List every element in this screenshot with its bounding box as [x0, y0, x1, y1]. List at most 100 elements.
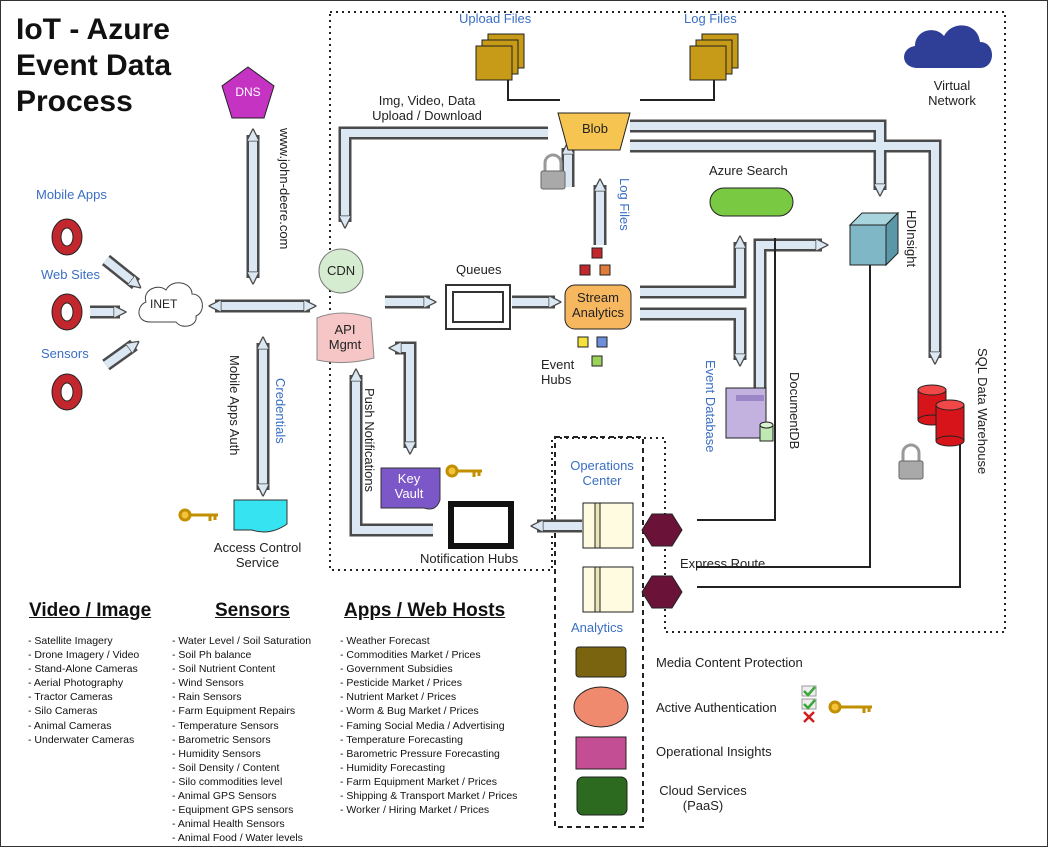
key-vault-key-icon	[445, 464, 482, 478]
stream-analytics-line-1: Stream	[577, 290, 619, 305]
mobile-apps-icon	[51, 218, 83, 256]
api-mgmt-label: API Mgmt	[320, 322, 370, 353]
virtual-network-line-1: Virtual	[933, 78, 971, 93]
sql-dw-label: SQL Data Warehouse	[974, 348, 990, 475]
log-files-folder-icon	[689, 33, 739, 81]
virtual-network-cloud-icon	[904, 25, 992, 68]
blob-padlock-icon	[540, 153, 566, 190]
queues-icon	[445, 284, 511, 330]
list-item: - Equipment GPS sensors	[172, 804, 294, 817]
check-icon	[801, 685, 817, 723]
legend-swatch-media	[575, 646, 627, 678]
sensors-label: Sensors	[41, 346, 89, 361]
access-control-icon	[233, 499, 288, 533]
mobile-apps-auth-label: Mobile Apps Auth	[226, 355, 242, 456]
mobile-apps-label: Mobile Apps	[36, 187, 107, 202]
express-route-hexagon-icon-2	[641, 575, 683, 609]
documentdb-icon	[725, 387, 774, 442]
operations-boundary	[554, 436, 644, 828]
blob-icon	[557, 112, 631, 151]
list-item: - Water Level / Soil Saturation	[172, 635, 312, 647]
virtual-network-boundary	[329, 11, 1006, 633]
sql-data-warehouse-icon	[917, 384, 965, 447]
credentials-label: Credentials	[272, 378, 288, 444]
legend-swatch-cloud	[576, 776, 628, 816]
web-sites-icon	[51, 293, 83, 331]
legend-label-media: Media Content Protection	[656, 655, 803, 670]
list-item: - Shipping & Transport Market / Prices	[340, 790, 518, 803]
list-item: - Worm & Bug Market / Prices	[340, 705, 479, 718]
analytics-panel-icon	[582, 566, 634, 613]
list-item: - Aerial Photography	[28, 677, 124, 690]
key-vault-icon	[380, 467, 441, 510]
cdn-label: CDN	[327, 263, 356, 278]
list-item: - Animal Health Sensors	[172, 818, 285, 831]
sensors-icon	[51, 373, 83, 411]
operations-center-label: Operations Center	[562, 458, 642, 489]
blob-label: Blob	[582, 121, 609, 136]
event-hubs-label: Event Hubs	[541, 357, 575, 388]
inet-cloud-icon	[138, 282, 203, 327]
operations-center-line-2: Center	[582, 472, 622, 488]
legend-label-cloud: Cloud Services (PaaS)	[659, 783, 747, 813]
hdinsight-icon	[848, 211, 900, 267]
stream-analytics-label: Stream Analytics	[565, 290, 631, 321]
legend-swatch-insights	[575, 736, 627, 770]
list-item: - Nutrient Market / Prices	[340, 691, 457, 704]
list-item: - Satellite Imagery	[28, 635, 113, 647]
title-line-2: Event Data	[16, 49, 172, 82]
event-hubs-line-2: Hubs	[541, 371, 572, 387]
list-item: - Rain Sensors	[172, 691, 242, 704]
list-item: - Farm Equipment Market / Prices	[340, 775, 497, 788]
connector-lines	[507, 68, 961, 588]
list-item: - Humidity Forecasting	[340, 761, 446, 774]
title-line-1: IoT - Azure	[16, 13, 170, 46]
push-notifications-label: Push Notifications	[361, 388, 377, 493]
list-item: - Commodities Market / Prices	[340, 649, 481, 662]
legend-swatch-auth	[573, 686, 629, 728]
list-item: - Government Subsidies	[340, 663, 453, 676]
list-item: - Worker / Hiring Market / Prices	[340, 804, 490, 817]
access-control-line-2: Service	[235, 554, 280, 570]
api-mgmt-line-1: API	[334, 322, 356, 337]
list-item: - Silo commodities level	[172, 775, 283, 788]
list-item: - Barometric Sensors	[172, 733, 271, 746]
key-vault-label: Key Vault	[381, 471, 437, 502]
event-database-label: Event Database	[702, 360, 718, 453]
access-control-label: Access Control Service	[200, 540, 315, 571]
list-item: - Soil Ph balance	[172, 649, 252, 662]
dns-icon	[221, 66, 275, 119]
upload-files-label: Upload Files	[459, 11, 532, 26]
api-mgmt-icon	[316, 312, 375, 364]
api-mgmt-line-2: Mgmt	[328, 336, 362, 352]
legend-key-icon	[828, 700, 872, 714]
list-sensors: - Water Level / Soil Saturation - Soil Ph…	[172, 634, 311, 845]
flow-arrows	[90, 119, 942, 537]
web-sites-label: Web Sites	[41, 267, 101, 282]
analytics-label: Analytics	[571, 620, 624, 635]
log-files-label: Log Files	[684, 11, 737, 26]
list-item: - Soil Nutrient Content	[172, 663, 276, 676]
list-item: - Farm Equipment Repairs	[172, 705, 296, 718]
list-item: - Animal Food / Water levels	[172, 832, 303, 845]
img-video-label: Img, Video, Data Upload / Download	[362, 93, 492, 124]
list-item: - Silo Cameras	[28, 705, 98, 718]
operations-center-panel-icon	[582, 502, 634, 549]
express-route-label: Express Route	[680, 556, 766, 571]
stream-analytics-line-2: Analytics	[571, 304, 625, 320]
list-item: - Faming Social Media / Advertising	[340, 719, 505, 732]
key-vault-line-1: Key	[397, 471, 421, 486]
event-hubs-icon	[577, 247, 611, 367]
sql-padlock-icon	[898, 443, 924, 480]
list-item: - Temperature Forecasting	[340, 733, 463, 746]
access-control-key-icon	[178, 508, 218, 522]
column-heading-sensors: Sensors	[215, 600, 290, 621]
event-hubs-line-1: Event	[541, 357, 575, 372]
list-item: - Temperature Sensors	[172, 719, 279, 732]
title-line-3: Process	[16, 85, 133, 118]
virtual-network-label: Virtual Network	[922, 78, 982, 109]
img-video-line-1: Img, Video, Data	[378, 93, 476, 108]
list-item: - Stand-Alone Cameras	[28, 663, 138, 676]
list-item: - Drone Imagery / Video	[28, 649, 140, 662]
